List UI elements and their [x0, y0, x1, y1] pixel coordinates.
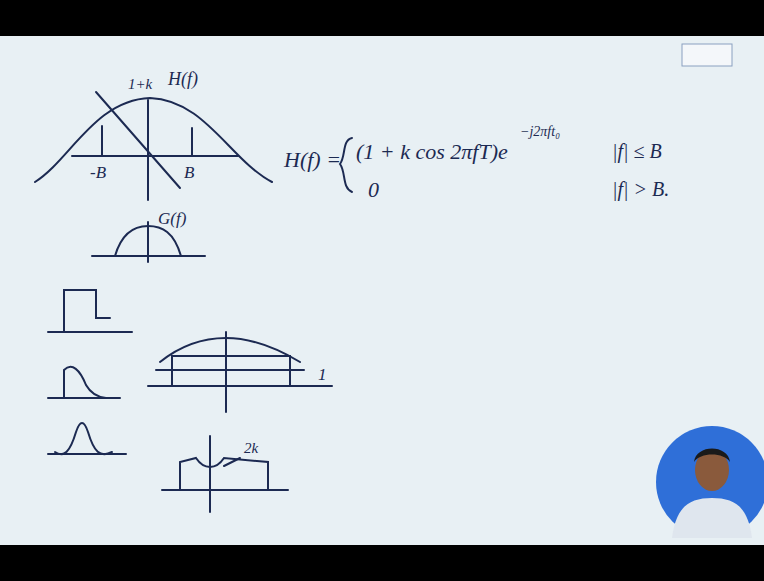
top-bar [0, 0, 764, 36]
cut-right [191, 128, 193, 156]
dip-spectrum [180, 458, 268, 490]
dip-leader [224, 458, 240, 466]
bottom-bar [0, 545, 764, 581]
cut-left [101, 126, 103, 156]
spec-axis [148, 385, 332, 387]
handwritten-label: |f| ≤ B [612, 140, 662, 162]
sketches [35, 92, 352, 512]
gf-vaxis [147, 222, 149, 262]
hf-axis [72, 155, 238, 157]
handwritten-label: 2k [244, 440, 258, 457]
handwritten-label: 1+k [128, 76, 152, 93]
presenter [656, 426, 764, 538]
phase-line [96, 92, 180, 188]
spec-vaxis [209, 436, 211, 512]
handwritten-label: (1 + k cos 2πfT)e [356, 140, 508, 164]
handwritten-label: B [184, 164, 194, 183]
spec-vaxis [225, 332, 227, 412]
spec-level [156, 369, 304, 371]
hf-curve [35, 98, 272, 182]
shaped-pulse [64, 367, 106, 398]
handwritten-label: |f| > B. [612, 178, 669, 200]
handwritten-label: H(f) = [284, 148, 341, 172]
pulse-axis [48, 331, 132, 333]
brace [340, 138, 352, 192]
handwritten-label: H(f) [168, 70, 198, 90]
handwritten-label: 1 [318, 366, 327, 385]
spec-curve [160, 338, 300, 362]
logo [682, 44, 732, 66]
spec-rect [172, 356, 290, 386]
handwritten-label: −j2πft₀ [520, 124, 560, 139]
sinc-pulse [55, 423, 112, 454]
rect-pulse [64, 290, 110, 332]
handwritten-label: G(f) [158, 210, 186, 229]
handwritten-label: -B [90, 164, 106, 183]
pulse-axis [48, 397, 120, 399]
handwritten-label: 0 [368, 178, 379, 202]
